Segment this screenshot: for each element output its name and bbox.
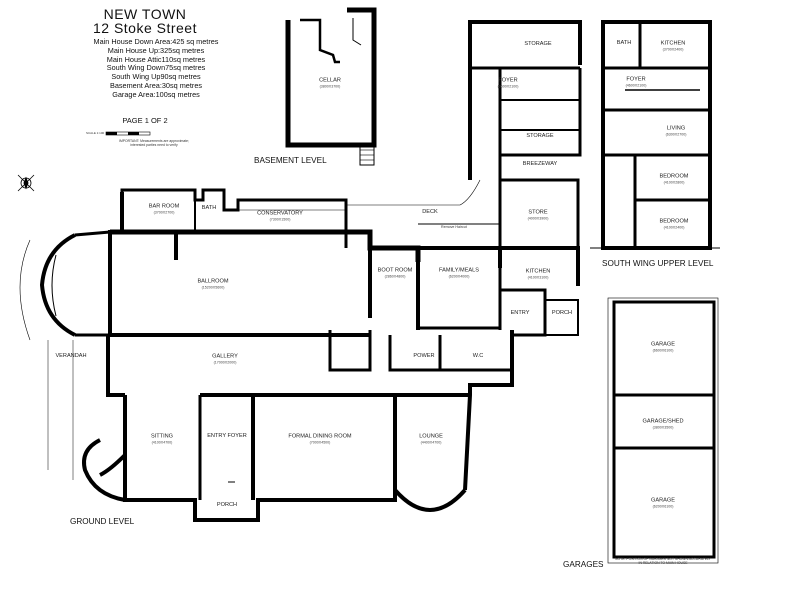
room-bath-upper: BATH — [616, 39, 632, 46]
area-line: South Wing Up90sq metres — [111, 72, 201, 82]
room-breezeway: BREEZEWAY — [522, 160, 558, 167]
area-line: Garage Area:100sq metres — [112, 89, 200, 99]
room-bar: BAR ROOM(3700X2700) — [148, 203, 180, 215]
room-storage-mid: STORAGE — [526, 132, 554, 139]
room-formal-dining: FORMAL DINING ROOM(7000X4500) — [288, 433, 352, 445]
remove-sign: Remove Haircut — [441, 225, 467, 229]
room-sitting: SITTING(4100X4700) — [150, 433, 174, 445]
room-conservatory: CONSERVATORY(7300X1500) — [257, 210, 303, 222]
basement-plan — [285, 7, 377, 166]
area-line: South Wing Down75sq metres — [106, 63, 206, 73]
area-summary: Main House Down Area:425 sq metres Main … — [70, 37, 242, 100]
room-garage-1: GARAGE(6600X6100) — [651, 341, 675, 353]
room-living: LIVING(6300X2700) — [665, 125, 687, 137]
room-storage-top: STORAGE — [524, 40, 552, 47]
room-entry: ENTRY — [510, 309, 530, 316]
compass-icon — [17, 174, 35, 192]
room-porch-ground: PORCH — [216, 501, 238, 508]
room-store: STORE(4000X3900) — [527, 209, 549, 221]
scale-bar — [105, 131, 151, 136]
title-line-1: NEW TOWN — [103, 6, 187, 22]
room-gallery: GALLERY(17000X2000) — [212, 353, 238, 365]
room-foyer-south: FOYER(3600X2100) — [497, 77, 519, 89]
room-bedroom-2: BEDROOM(4100X2400) — [659, 218, 689, 230]
room-family-meals: FAMILY/MEALS(6200X4000) — [439, 267, 479, 279]
room-power: POWER — [413, 352, 435, 359]
room-kitchen-upper: KITCHEN(3700X2400) — [660, 40, 686, 52]
area-line: Main House Up:325sq metres — [107, 45, 205, 55]
room-deck: DECK — [422, 208, 438, 215]
garages-plan — [607, 297, 719, 564]
south-wing-upper-plan — [590, 20, 720, 250]
room-boot: BOOT ROOM(2860X4800) — [377, 267, 413, 279]
room-wc: W.C — [472, 352, 484, 359]
ground-level-label: GROUND LEVEL — [70, 517, 135, 526]
garages-label: GARAGES — [563, 560, 604, 569]
room-garage-shed: GARAGE/SHED(3800X3500) — [642, 418, 684, 430]
room-lounge: LOUNGE(4400X4700) — [419, 433, 443, 445]
room-kitchen-south: KITCHEN(4100X3100) — [525, 268, 551, 280]
south-wing-upper-label: SOUTH WING UPPER LEVEL — [602, 259, 714, 268]
room-cellar: CELLAR(3800X3700) — [319, 77, 341, 89]
scale-label: SCALE 1:100 — [86, 131, 105, 135]
area-line: Main House Attic110sq metres — [106, 54, 206, 64]
page-indicator: PAGE 1 OF 2 — [122, 116, 168, 125]
room-bedroom-1: BEDROOM(4100X2800) — [659, 173, 689, 185]
room-porch-south: PORCH — [551, 309, 573, 316]
ground-level-plan — [19, 20, 582, 522]
garage-note: NOTE: POSITION OF GARAGES NOT SHOWN ACCU… — [615, 557, 711, 566]
area-line: Basement Area:30sq metres — [109, 80, 203, 90]
room-entry-foyer: ENTRY FOYER — [207, 432, 247, 439]
room-garage-2: GARAGE(6200X6100) — [651, 497, 675, 509]
title-line-2: 12 Stoke Street — [92, 20, 197, 36]
room-verandah: VERANDAH — [55, 352, 87, 359]
room-foyer-upper: FOYER(4600X2100) — [625, 76, 647, 88]
area-line: Main House Down Area:425 sq metres — [93, 37, 219, 46]
room-bath-ground: BATH — [201, 204, 217, 211]
disclaimer-text: IMPORTANT: Measurements are approximate;… — [119, 139, 189, 148]
basement-level-label: BASEMENT LEVEL — [254, 156, 327, 165]
room-ballroom: BALLROOM(15200X5600) — [197, 278, 229, 290]
